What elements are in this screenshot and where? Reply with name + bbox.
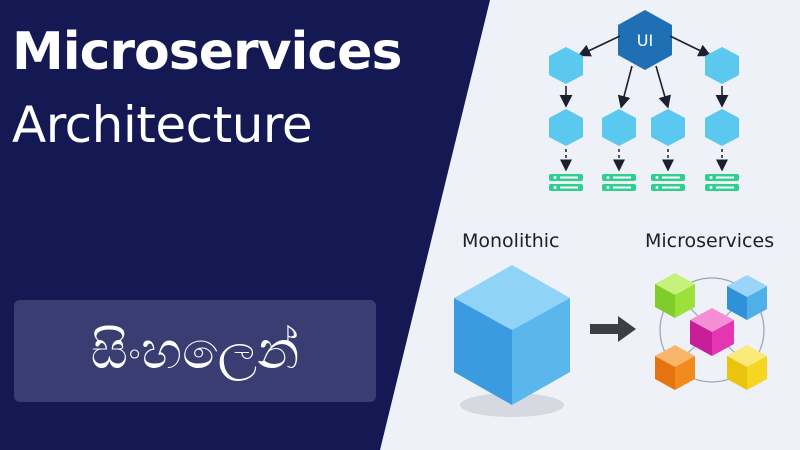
ui-node-hexagon: UI (618, 10, 672, 70)
service-hexagon-3 (651, 109, 685, 146)
right-arrow-icon (590, 316, 636, 342)
monolithic-label: Monolithic (462, 230, 560, 252)
arrow-ui-to-service-1 (577, 35, 621, 57)
service-hexagon-2 (602, 109, 636, 146)
title-line-1: Microservices (12, 22, 402, 82)
language-badge: සිංහලෙන් (14, 300, 376, 402)
gateway-hexagon-1 (549, 47, 583, 84)
microservices-cluster-icon (655, 273, 767, 390)
language-badge-text: සිංහලෙන් (90, 321, 300, 381)
database-icon-4 (705, 174, 739, 191)
monolithic-cube-icon (454, 265, 570, 417)
arrow-ui-to-service-4 (669, 35, 712, 57)
arrow-ui-to-service-3 (655, 65, 671, 109)
microservices-label: Microservices (645, 230, 775, 252)
service-hexagon-4 (705, 109, 739, 146)
database-icon-1 (549, 174, 583, 191)
title-line-2: Architecture (12, 96, 313, 154)
service-hexagon-1 (549, 109, 583, 146)
database-icon-3 (651, 174, 685, 191)
database-icon-2 (602, 174, 636, 191)
ui-node-label: UI (637, 31, 653, 50)
arrow-ui-to-service-2 (617, 65, 633, 109)
gateway-hexagon-2 (705, 47, 739, 84)
